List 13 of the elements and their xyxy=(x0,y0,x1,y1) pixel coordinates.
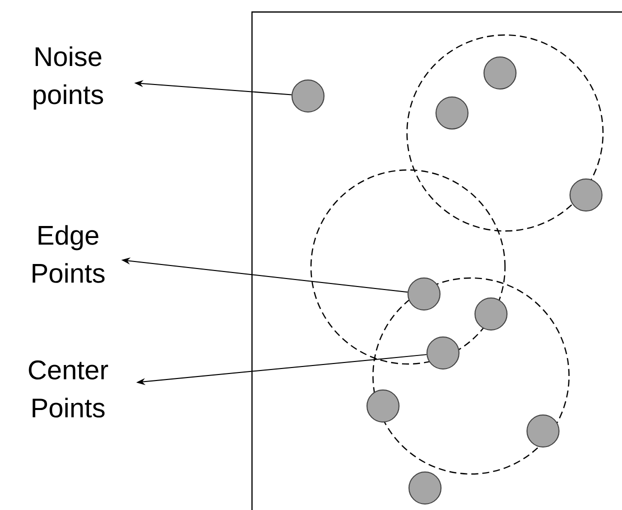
data-point xyxy=(292,80,324,112)
data-point xyxy=(526,414,560,448)
data-point xyxy=(426,336,460,370)
data-point xyxy=(570,178,602,212)
point-label: Center Points xyxy=(28,360,108,418)
data-point xyxy=(408,471,442,504)
data-point xyxy=(474,297,508,330)
point-label: Noise points xyxy=(34,46,104,110)
data-point xyxy=(366,389,400,422)
data-point xyxy=(408,277,440,310)
point-label: Edge Points xyxy=(32,225,105,283)
data-point xyxy=(484,56,516,90)
data-point xyxy=(436,96,468,130)
